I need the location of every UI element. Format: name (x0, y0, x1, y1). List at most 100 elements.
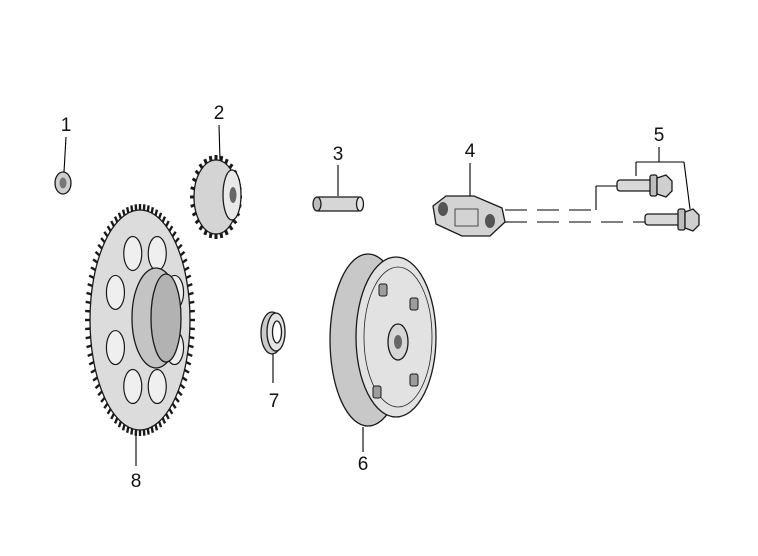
gear-tooth (130, 205, 134, 212)
idle-gear-tooth (219, 155, 224, 162)
gear-tooth (106, 408, 112, 415)
gear-tooth (150, 426, 155, 434)
gear-tooth (177, 390, 183, 397)
gear-tooth (117, 421, 123, 428)
part-5-bolt-lower[interactable] (644, 208, 700, 232)
idle-gear-tooth (232, 219, 238, 225)
gear-hole (123, 368, 143, 405)
gear-tooth (185, 361, 192, 366)
callout-7[interactable]: 7 (268, 391, 280, 412)
gear-tooth (90, 266, 97, 272)
gear-tooth (86, 344, 92, 349)
clutch-stud (372, 385, 382, 399)
gear-tooth (125, 426, 130, 434)
part-1-nut[interactable] (54, 171, 72, 195)
part-3-shaft[interactable] (312, 196, 365, 212)
gear-hole (147, 235, 167, 272)
leader-line-5 (635, 147, 691, 210)
gear-tooth (189, 336, 195, 340)
part-4-retainer-plate[interactable] (432, 195, 506, 237)
gear-tooth (183, 368, 190, 374)
gear-tooth (113, 417, 119, 424)
gear-tooth (168, 408, 174, 415)
clutch-stud (409, 373, 419, 387)
gear-tooth (188, 291, 194, 296)
gear-tooth (181, 376, 188, 382)
gear-tooth (165, 220, 170, 227)
gear-hole (105, 329, 126, 366)
gear-tooth (103, 402, 109, 409)
gear-tooth (183, 266, 190, 272)
clutch-stud (409, 297, 419, 311)
gear-tooth (174, 237, 180, 243)
part-8-driven-gear[interactable] (85, 204, 195, 436)
gear-tooth (103, 231, 109, 238)
gear-tooth (171, 402, 177, 409)
idle-gear-tooth (198, 225, 204, 231)
idle-gear-tooth (228, 225, 234, 231)
callout-5[interactable]: 5 (653, 125, 665, 146)
gear-tooth (171, 231, 177, 238)
gear-tooth (88, 361, 95, 366)
gear-hole (147, 368, 167, 405)
idle-gear-tooth (194, 219, 200, 225)
gear-tooth (110, 220, 115, 227)
idle-gear-tooth (219, 232, 224, 239)
gear-tooth (177, 243, 183, 250)
gear-tooth (85, 300, 91, 304)
gear-tooth (174, 397, 180, 403)
callout-4[interactable]: 4 (464, 141, 476, 162)
leader-line-2 (218, 124, 221, 161)
gear-tooth (90, 368, 97, 374)
part-7-washer[interactable] (260, 311, 286, 355)
gear-tooth (130, 428, 134, 435)
clutch-stud (378, 283, 388, 297)
gear-tooth (188, 344, 194, 349)
gear-tooth (181, 258, 188, 264)
callout-1[interactable]: 1 (60, 115, 72, 136)
gear-tooth (86, 291, 92, 296)
idle-gear-tooth (194, 169, 200, 175)
gear-tooth (100, 237, 106, 243)
gear-tooth (179, 383, 186, 390)
gear-tooth (187, 352, 193, 357)
gear-tooth (179, 250, 186, 257)
gear-tooth (146, 428, 150, 435)
gear-tooth (92, 258, 99, 264)
callout-6[interactable]: 6 (357, 454, 369, 475)
part-5-bolt-upper[interactable] (616, 174, 673, 198)
gear-tooth (150, 206, 155, 214)
gear-tooth (117, 212, 123, 219)
gear-tooth (121, 209, 126, 216)
gear-tooth (92, 376, 99, 382)
gear-tooth (106, 225, 112, 232)
idle-gear-tooth (224, 229, 229, 236)
part-2-idle-gear[interactable] (190, 155, 242, 239)
gear-tooth (161, 216, 167, 223)
idle-gear-tooth (203, 229, 208, 236)
callout-2[interactable]: 2 (213, 103, 225, 124)
gear-tooth (85, 336, 91, 340)
gear-tooth (97, 390, 103, 397)
gear-tooth (154, 424, 159, 431)
gear-tooth (113, 216, 119, 223)
gear-tooth (165, 413, 170, 420)
callout-3[interactable]: 3 (332, 144, 344, 165)
callout-8[interactable]: 8 (130, 471, 142, 492)
gear-tooth (187, 283, 193, 288)
gear-tooth (189, 300, 195, 304)
gear-tooth (97, 243, 103, 250)
gear-hole (105, 274, 126, 311)
leader-line-1 (63, 136, 67, 173)
gear-tooth (157, 421, 163, 428)
idle-gear-tooth (208, 155, 213, 162)
gear-tooth (185, 274, 192, 279)
gear-tooth (146, 205, 150, 212)
gear-tooth (87, 352, 93, 357)
gear-tooth (161, 417, 167, 424)
part-6-starter-clutch[interactable] (329, 253, 437, 427)
gear-tooth (154, 209, 159, 216)
gear-tooth (94, 250, 101, 257)
